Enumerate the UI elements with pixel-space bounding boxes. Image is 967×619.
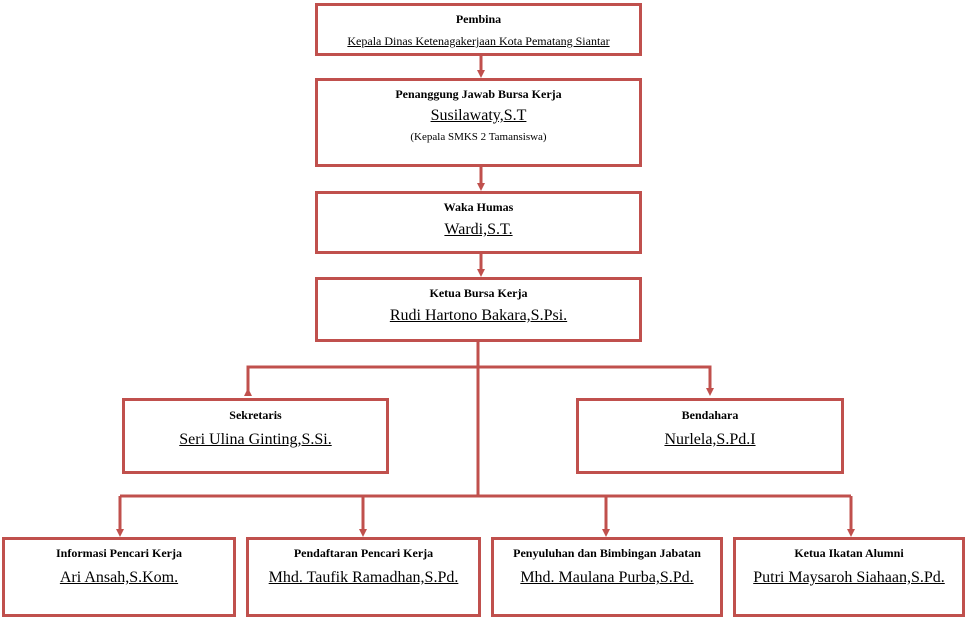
node-role: Waka Humas bbox=[443, 200, 514, 214]
node-role: Pendaftaran Pencari Kerja bbox=[293, 546, 434, 560]
node-role: Bendahara bbox=[681, 408, 739, 422]
node-name: Susilawaty,S.T bbox=[430, 107, 527, 124]
node-role: Pembina bbox=[455, 12, 502, 26]
node-penanggung-jawab: Penanggung Jawab Bursa Kerja Susilawaty,… bbox=[315, 78, 642, 167]
node-name: Mhd. Maulana Purba,S.Pd. bbox=[520, 569, 694, 586]
node-name: Ari Ansah,S.Kom. bbox=[59, 569, 179, 586]
node-pendaftaran-pencari-kerja: Pendaftaran Pencari Kerja Mhd. Taufik Ra… bbox=[246, 537, 481, 617]
node-waka-humas: Waka Humas Wardi,S.T. bbox=[315, 191, 642, 254]
node-role: Penyuluhan dan Bimbingan Jabatan bbox=[513, 546, 701, 560]
node-informasi-pencari-kerja: Informasi Pencari Kerja Ari Ansah,S.Kom. bbox=[2, 537, 236, 617]
node-bendahara: Bendahara Nurlela,S.Pd.I bbox=[576, 398, 844, 474]
node-name: Putri Maysaroh Siahaan,S.Pd. bbox=[753, 569, 945, 586]
node-ketua-bursa-kerja: Ketua Bursa Kerja Rudi Hartono Bakara,S.… bbox=[315, 277, 642, 342]
node-name: Wardi,S.T. bbox=[444, 221, 513, 238]
node-note: (Kepala SMKS 2 Tamansiswa) bbox=[410, 131, 547, 143]
node-role: Ketua Bursa Kerja bbox=[429, 286, 528, 300]
node-role: Ketua Ikatan Alumni bbox=[794, 546, 904, 560]
node-name: Seri Ulina Ginting,S.Si. bbox=[179, 431, 332, 448]
node-ketua-ikatan-alumni: Ketua Ikatan Alumni Putri Maysaroh Siaha… bbox=[733, 537, 965, 617]
node-name: Nurlela,S.Pd.I bbox=[664, 431, 756, 448]
node-role: Penanggung Jawab Bursa Kerja bbox=[395, 87, 562, 101]
node-sekretaris: Sekretaris Seri Ulina Ginting,S.Si. bbox=[122, 398, 389, 474]
node-penyuluhan-bimbingan-jabatan: Penyuluhan dan Bimbingan Jabatan Mhd. Ma… bbox=[491, 537, 723, 617]
node-pembina: Pembina Kepala Dinas Ketenagakerjaan Kot… bbox=[315, 3, 642, 56]
node-role: Sekretaris bbox=[229, 408, 282, 422]
node-name: Mhd. Taufik Ramadhan,S.Pd. bbox=[268, 569, 459, 586]
node-name: Kepala Dinas Ketenagakerjaan Kota Pemata… bbox=[347, 34, 610, 48]
connector-sekretaris-bendahara bbox=[244, 365, 714, 396]
node-role: Informasi Pencari Kerja bbox=[56, 546, 182, 560]
node-name: Rudi Hartono Bakara,S.Psi. bbox=[389, 307, 568, 324]
